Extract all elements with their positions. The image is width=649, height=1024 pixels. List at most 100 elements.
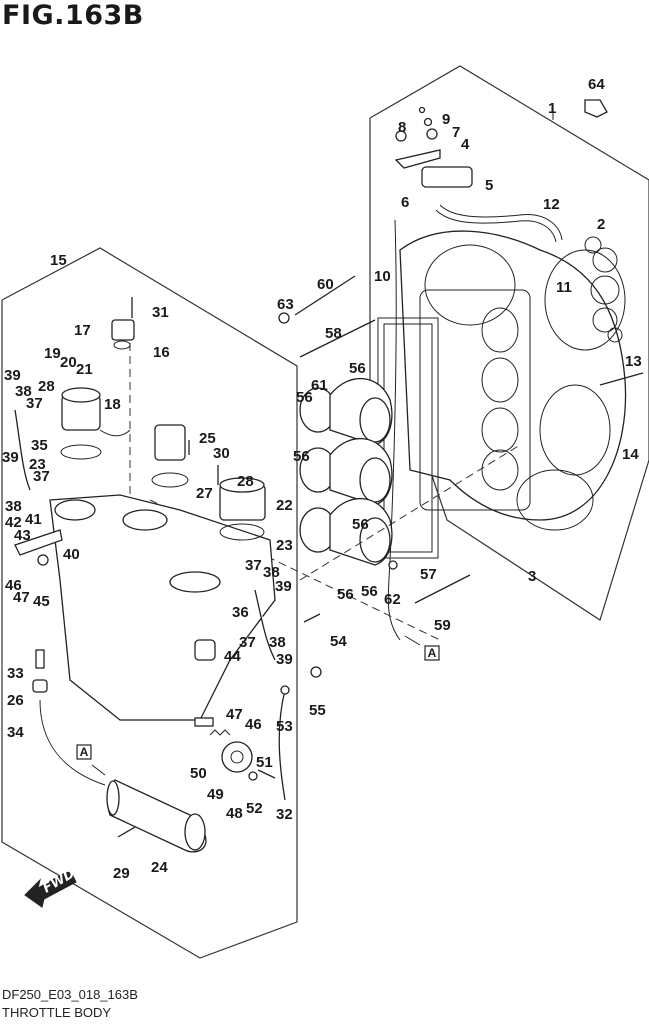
iac-valve-25 [154, 424, 186, 461]
washer-52 [248, 771, 258, 781]
ref-marker-a-right: A [404, 635, 440, 661]
bolt-62 [388, 560, 398, 570]
callout-63: 63 [277, 296, 294, 313]
callout-57: 57 [420, 566, 437, 583]
bolt-51 [257, 769, 276, 779]
callout-56: 56 [296, 389, 313, 406]
bolt-8 [395, 130, 407, 142]
drawing-code: DF250_E03_018_163B [2, 987, 138, 1002]
throttle-body-22 [219, 477, 266, 541]
sensor-5 [421, 166, 473, 188]
callout-43: 43 [14, 527, 31, 544]
callout-31: 31 [152, 304, 169, 321]
callout-1: 1 [548, 100, 556, 117]
lever-40 [14, 529, 63, 556]
drum-48 [221, 741, 253, 773]
svg-text:A: A [428, 646, 437, 660]
bolt-53 [280, 685, 290, 695]
callout-15: 15 [50, 252, 67, 269]
callout-26: 26 [7, 692, 24, 709]
callout-7: 7 [452, 124, 460, 141]
callout-8: 8 [398, 119, 406, 136]
callout-5: 5 [485, 177, 493, 194]
callout-33: 33 [7, 665, 24, 682]
bushing-44 [194, 639, 216, 661]
callout-41: 41 [25, 511, 42, 528]
callout-45: 45 [33, 593, 50, 610]
plenum-housing [49, 494, 276, 721]
callout-39: 39 [275, 578, 292, 595]
callout-56: 56 [352, 516, 369, 533]
svg-text:A: A [80, 745, 89, 759]
callout-27: 27 [196, 485, 213, 502]
callout-60: 60 [317, 276, 334, 293]
callout-29: 29 [113, 865, 130, 882]
callout-28: 28 [38, 378, 55, 395]
hose-34 [39, 699, 106, 786]
callout-30: 30 [213, 445, 230, 462]
assembly-15-outline [1, 247, 298, 959]
ref-marker-a-left: A [76, 744, 106, 776]
callout-36: 36 [232, 604, 249, 621]
callout-55: 55 [309, 702, 326, 719]
bolt-59 [414, 574, 471, 604]
figure-title: FIG.163B [2, 0, 144, 31]
throttle-body-housing [399, 230, 627, 531]
svg-text:FWD: FWD [41, 866, 78, 896]
callout-50: 50 [190, 765, 207, 782]
callout-20: 20 [60, 354, 77, 371]
callout-56: 56 [361, 583, 378, 600]
link-rod-32 [278, 689, 286, 801]
callout-19: 19 [44, 345, 61, 362]
callout-6: 6 [401, 194, 409, 211]
callout-42: 42 [5, 514, 22, 531]
bracket-6 [394, 149, 441, 169]
callout-23: 23 [276, 537, 293, 554]
spring-49 [209, 729, 231, 736]
clip-64 [584, 99, 608, 118]
grommet-4 [426, 128, 438, 140]
callout-9: 9 [442, 111, 450, 128]
drawing-name: THROTTLE BODY [2, 1005, 112, 1020]
callout-44: 44 [224, 648, 241, 665]
callout-47: 47 [13, 589, 30, 606]
bolt-54 [303, 613, 321, 623]
callout-28: 28 [237, 473, 254, 490]
gasket-2 [584, 236, 623, 343]
callout-11: 11 [556, 279, 572, 296]
callout-62: 62 [384, 591, 401, 608]
callout-10: 10 [374, 268, 391, 285]
callout-59: 59 [434, 617, 451, 634]
fwd-direction-arrow: FWD [24, 866, 78, 908]
hose-10 [387, 219, 401, 641]
o-ring-27 [151, 472, 189, 488]
callout-56: 56 [349, 360, 366, 377]
callout-23: 23 [29, 456, 46, 473]
callout-34: 34 [7, 724, 24, 741]
callout-64: 64 [588, 76, 605, 93]
callout-37: 37 [33, 468, 50, 485]
callout-37: 37 [26, 395, 43, 412]
callout-25: 25 [199, 430, 216, 447]
link-rod-35 [14, 409, 31, 491]
callout-46: 46 [5, 577, 22, 594]
callout-12: 12 [543, 196, 560, 213]
callout-49: 49 [207, 786, 224, 803]
callout-3: 3 [528, 568, 536, 585]
nut-55 [310, 666, 322, 678]
callout-58: 58 [325, 325, 342, 342]
collar-7 [423, 117, 433, 127]
callout-22: 22 [276, 497, 293, 514]
callout-21: 21 [76, 361, 93, 378]
callout-48: 48 [226, 805, 243, 822]
throttle-body-18 [60, 387, 131, 460]
screw-9 [418, 106, 426, 114]
bolt-60 [294, 275, 356, 316]
callout-52: 52 [246, 800, 263, 817]
callout-16: 16 [153, 344, 170, 361]
map-sensor-16 [111, 319, 135, 341]
callout-24: 24 [151, 859, 168, 876]
callout-38: 38 [269, 634, 286, 651]
